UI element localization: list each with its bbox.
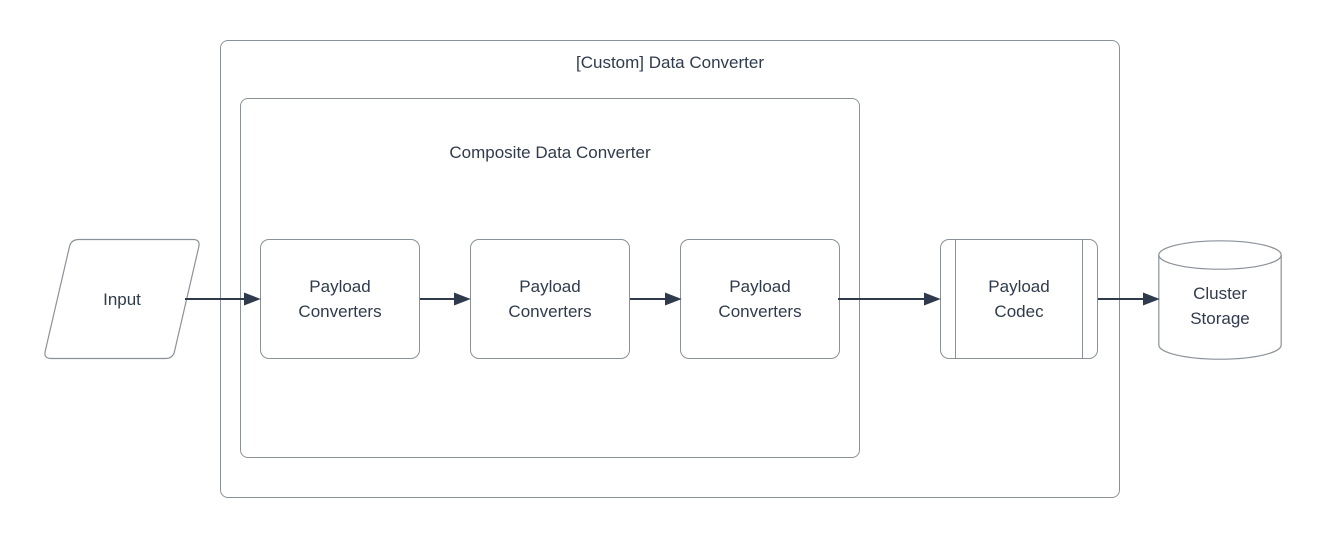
payload-codec-label: Payload Codec bbox=[988, 277, 1050, 321]
arrowhead-codec-to-storage bbox=[1143, 292, 1160, 306]
composite-data-converter-label: Composite Data Converter bbox=[449, 143, 651, 162]
custom-data-converter-label: [Custom] Data Converter bbox=[575, 53, 764, 72]
payload-converters-node-2: Payload Converters bbox=[470, 239, 630, 359]
input-parallelogram-icon bbox=[44, 238, 200, 360]
custom-data-converter-container: [Custom] Data Converter bbox=[220, 40, 1120, 498]
payload-converters-node-3: Payload Converters bbox=[680, 239, 840, 359]
codec-right-bar bbox=[1082, 240, 1083, 358]
payload-codec-node: Payload Codec bbox=[940, 239, 1098, 359]
database-cylinder-icon bbox=[1158, 240, 1282, 360]
payload-converters-node-1: Payload Converters bbox=[260, 239, 420, 359]
payload-converters-label-3: Payload Converters bbox=[718, 277, 802, 321]
payload-converters-label-2: Payload Converters bbox=[508, 277, 592, 321]
codec-left-bar bbox=[955, 240, 956, 358]
payload-converters-label-1: Payload Converters bbox=[298, 277, 382, 321]
composite-data-converter-container: Composite Data Converter bbox=[240, 98, 860, 458]
